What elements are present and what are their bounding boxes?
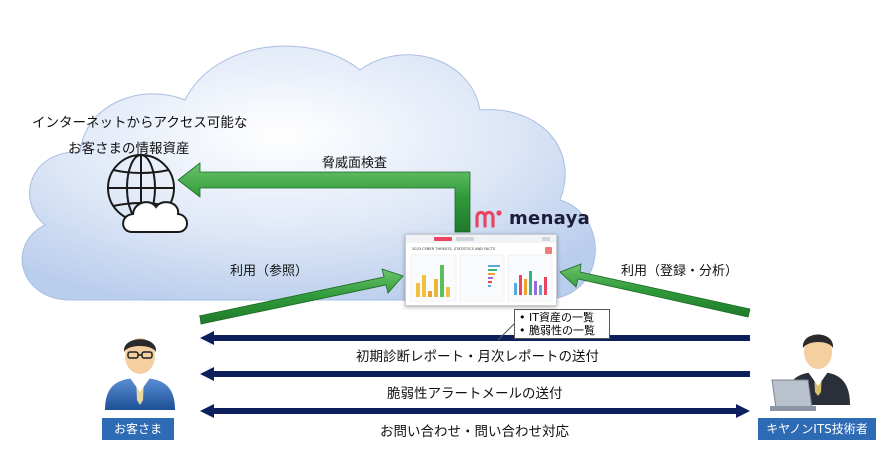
engineer-person-icon <box>770 334 850 411</box>
inquiries-arrow <box>200 404 750 418</box>
screenshot-heading: 2023 CYBER THREATS, STATISTICS AND FACTS <box>412 247 496 251</box>
customer-person-icon <box>105 338 175 410</box>
dashboard-screenshot: 2023 CYBER THREATS, STATISTICS AND FACTS <box>405 234 557 306</box>
alerts-arrow <box>200 367 750 381</box>
cloud-title-line2: お客さまの情報資産 <box>68 141 190 157</box>
cloud-title-line1: インターネットからアクセス可能な <box>32 115 248 131</box>
menaya-logo-mark-icon <box>475 210 502 228</box>
menaya-logo-text: menaya <box>509 208 591 229</box>
use-reference-arrow <box>198 268 404 325</box>
callout-bullet: • <box>519 311 526 324</box>
callout-item: • IT資産の一覧 <box>519 311 605 324</box>
customer-badge: お客さま <box>102 418 174 440</box>
mini-cloud-icon <box>122 201 188 233</box>
inquiries-label: お問い合わせ・問い合わせ対応 <box>380 424 569 440</box>
reports-arrow <box>200 331 750 345</box>
callout-item-label: IT資産の一覧 <box>529 311 594 324</box>
reports-label: 初期診断レポート・月次レポートの送付 <box>356 349 599 365</box>
engineer-badge: キヤノンITS技術者 <box>758 418 876 440</box>
threat-scan-arrow <box>177 162 471 233</box>
alerts-label: 脆弱性アラートメールの送付 <box>387 386 563 402</box>
use-register-label: 利用（登録・分析） <box>621 264 739 279</box>
callout-item: • 脆弱性の一覧 <box>519 324 605 337</box>
callout-box: • IT資産の一覧 • 脆弱性の一覧 <box>514 309 610 339</box>
use-reference-label: 利用（参照） <box>230 264 309 279</box>
callout-item-label: 脆弱性の一覧 <box>529 324 595 337</box>
callout-pointer <box>497 323 515 341</box>
threat-scan-label: 脅威面検査 <box>322 156 388 171</box>
dashboard-thumbnail-graphic: 2023 CYBER THREATS, STATISTICS AND FACTS <box>406 235 556 302</box>
use-register-arrow <box>559 263 751 318</box>
callout-bullet: • <box>519 324 526 337</box>
